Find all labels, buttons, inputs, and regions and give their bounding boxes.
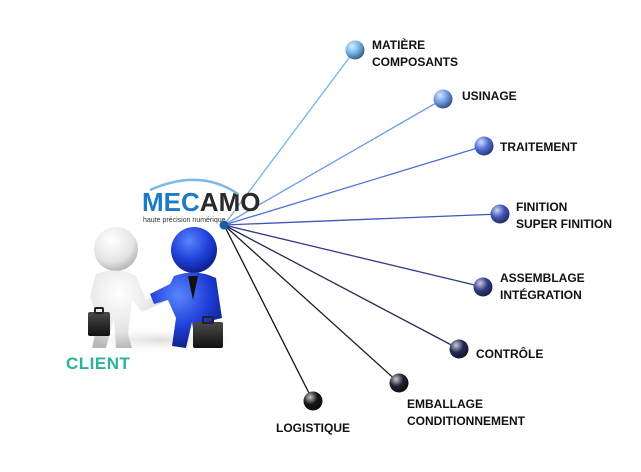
label-matiere: MATIÈRE COMPOSANTS — [372, 37, 458, 71]
label-matiere-line: COMPOSANTS — [372, 55, 459, 69]
label-traitement-line: TRAITEMENT — [500, 140, 578, 154]
label-finition-line: FINITION — [516, 200, 568, 214]
sphere-emballage-icon — [389, 373, 409, 393]
sphere-controle-icon — [449, 339, 469, 359]
logo-swoosh — [149, 178, 239, 196]
connector-emballage — [223, 224, 400, 384]
connector-matiere — [223, 49, 356, 226]
connector-assemblage — [223, 224, 484, 288]
handshake-illustration — [70, 227, 250, 354]
label-controle: CONTRÔLE — [476, 346, 543, 363]
connector-usinage — [223, 98, 444, 226]
sphere-finition-icon — [490, 204, 510, 224]
label-assemblage-line: ASSEMBLAGE — [500, 271, 585, 285]
label-emballage-line: CONDITIONNEMENT — [407, 414, 525, 428]
sphere-matiere-icon — [345, 40, 365, 60]
label-controle-line: CONTRÔLE — [476, 347, 544, 361]
label-usinage-line: USINAGE — [462, 89, 517, 103]
connector-lines — [223, 49, 501, 402]
mecamo-logo: MECAMO haute précision numérique — [142, 178, 260, 224]
label-logistique-line: LOGISTIQUE — [276, 421, 351, 435]
logo-tagline: haute précision numérique — [143, 217, 226, 224]
client-label: CLIENT — [66, 354, 131, 373]
briefcase-right-icon — [193, 322, 223, 348]
hub-node — [219, 220, 229, 230]
label-finition-line: SUPER FINITION — [516, 217, 613, 231]
label-assemblage-line: INTÉGRATION — [500, 288, 582, 302]
connector-controle — [223, 224, 460, 350]
sphere-assemblage-icon — [473, 277, 493, 297]
label-matiere-line: MATIÈRE — [372, 38, 426, 52]
briefcase-left-icon — [88, 312, 110, 336]
label-logistique: LOGISTIQUE — [276, 420, 350, 437]
label-emballage: EMBALLAGE CONDITIONNEMENT — [407, 396, 525, 430]
process-nodes — [303, 40, 510, 411]
label-usinage: USINAGE — [462, 88, 517, 105]
connector-traitement — [223, 145, 485, 226]
sphere-traitement-icon — [474, 136, 494, 156]
connector-finition — [223, 213, 501, 226]
label-traitement: TRAITEMENT — [500, 139, 577, 156]
label-finition: FINITION SUPER FINITION — [516, 199, 612, 233]
logo-wordmark: MECAMO — [142, 187, 260, 217]
sphere-logistique-icon — [303, 391, 323, 411]
sphere-usinage-icon — [433, 89, 453, 109]
connector-logistique — [223, 224, 314, 402]
label-emballage-line: EMBALLAGE — [407, 397, 483, 411]
label-assemblage: ASSEMBLAGE INTÉGRATION — [500, 270, 585, 304]
